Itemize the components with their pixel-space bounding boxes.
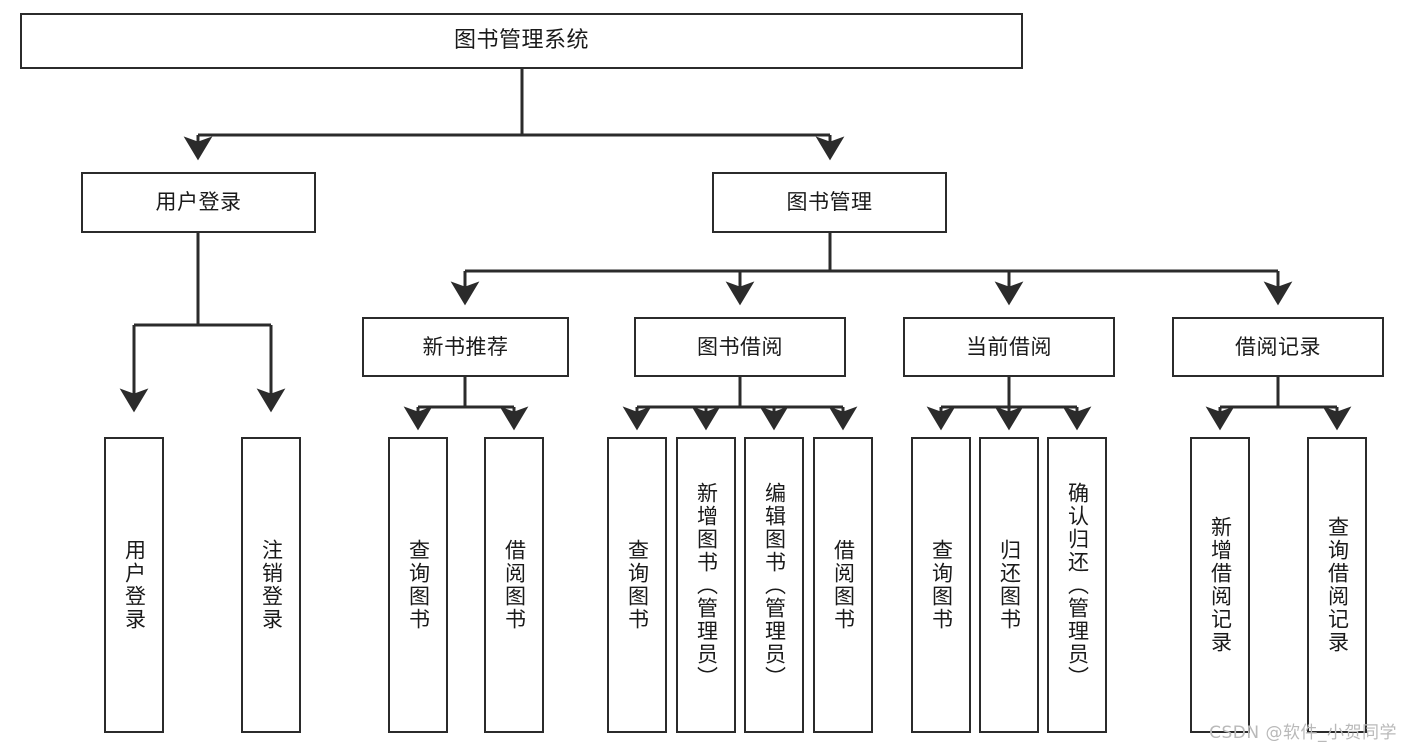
node-current-borrow-label: 当前借阅 [966, 334, 1052, 359]
node-leaf-return-book-label: 归还图书 [997, 539, 1022, 631]
csdn-watermark: CSDN @软件_小贺同学 [1209, 723, 1397, 743]
node-leaf-add-book[interactable]: 新增图书（管理员） [676, 437, 736, 733]
node-root-label: 图书管理系统 [453, 28, 589, 54]
node-leaf-logout-login[interactable]: 注销登录 [241, 437, 301, 733]
node-leaf-borrow-book-1[interactable]: 借阅图书 [484, 437, 544, 733]
node-leaf-edit-book[interactable]: 编辑图书（管理员） [744, 437, 804, 733]
edge-new-book-recommend-to-leaves [403, 377, 529, 431]
node-user-login-label: 用户登录 [155, 190, 242, 215]
node-current-borrow[interactable]: 当前借阅 [903, 317, 1115, 377]
node-book-borrow[interactable]: 图书借阅 [634, 317, 846, 377]
node-leaf-query-record-label: 查询借阅记录 [1325, 516, 1350, 654]
node-leaf-user-login-label: 用户登录 [122, 539, 147, 631]
node-leaf-query-record[interactable]: 查询借阅记录 [1307, 437, 1367, 733]
node-leaf-return-book[interactable]: 归还图书 [979, 437, 1039, 733]
edge-book-borrow-to-leaves [622, 377, 858, 431]
node-leaf-query-book-3-label: 查询图书 [929, 539, 954, 631]
node-root-book-management-system[interactable]: 图书管理系统 [20, 13, 1023, 69]
node-leaf-borrow-book-2[interactable]: 借阅图书 [813, 437, 873, 733]
node-leaf-user-login[interactable]: 用户登录 [104, 437, 164, 733]
node-leaf-borrow-book-2-label: 借阅图书 [831, 539, 856, 631]
edge-book-manage-to-level3 [450, 233, 1293, 306]
node-leaf-edit-book-label: 编辑图书（管理员） [762, 481, 787, 689]
node-leaf-add-record[interactable]: 新增借阅记录 [1190, 437, 1250, 733]
edge-borrow-record-to-leaves [1205, 377, 1352, 431]
edge-user-login-to-leaves [119, 233, 286, 413]
node-leaf-query-book-3[interactable]: 查询图书 [911, 437, 971, 733]
node-borrow-record-label: 借阅记录 [1235, 334, 1321, 359]
node-leaf-query-book-2[interactable]: 查询图书 [607, 437, 667, 733]
node-leaf-confirm-return-label: 确认归还（管理员） [1065, 481, 1090, 689]
node-leaf-add-record-label: 新增借阅记录 [1208, 516, 1233, 654]
edge-root-to-level2 [183, 69, 845, 161]
node-book-manage[interactable]: 图书管理 [712, 172, 947, 233]
node-leaf-borrow-book-1-label: 借阅图书 [502, 539, 527, 631]
node-new-book-recommend[interactable]: 新书推荐 [362, 317, 569, 377]
node-new-book-recommend-label: 新书推荐 [422, 334, 509, 359]
node-book-borrow-label: 图书借阅 [697, 334, 783, 359]
node-leaf-add-book-label: 新增图书（管理员） [694, 481, 719, 689]
node-leaf-logout-login-label: 注销登录 [259, 539, 284, 631]
node-book-manage-label: 图书管理 [786, 190, 873, 215]
node-leaf-query-book-1-label: 查询图书 [406, 539, 431, 631]
node-leaf-query-book-2-label: 查询图书 [625, 539, 650, 631]
node-leaf-confirm-return[interactable]: 确认归还（管理员） [1047, 437, 1107, 733]
node-user-login[interactable]: 用户登录 [81, 172, 316, 233]
node-leaf-query-book-1[interactable]: 查询图书 [388, 437, 448, 733]
node-borrow-record[interactable]: 借阅记录 [1172, 317, 1384, 377]
edge-current-borrow-to-leaves [926, 377, 1092, 431]
